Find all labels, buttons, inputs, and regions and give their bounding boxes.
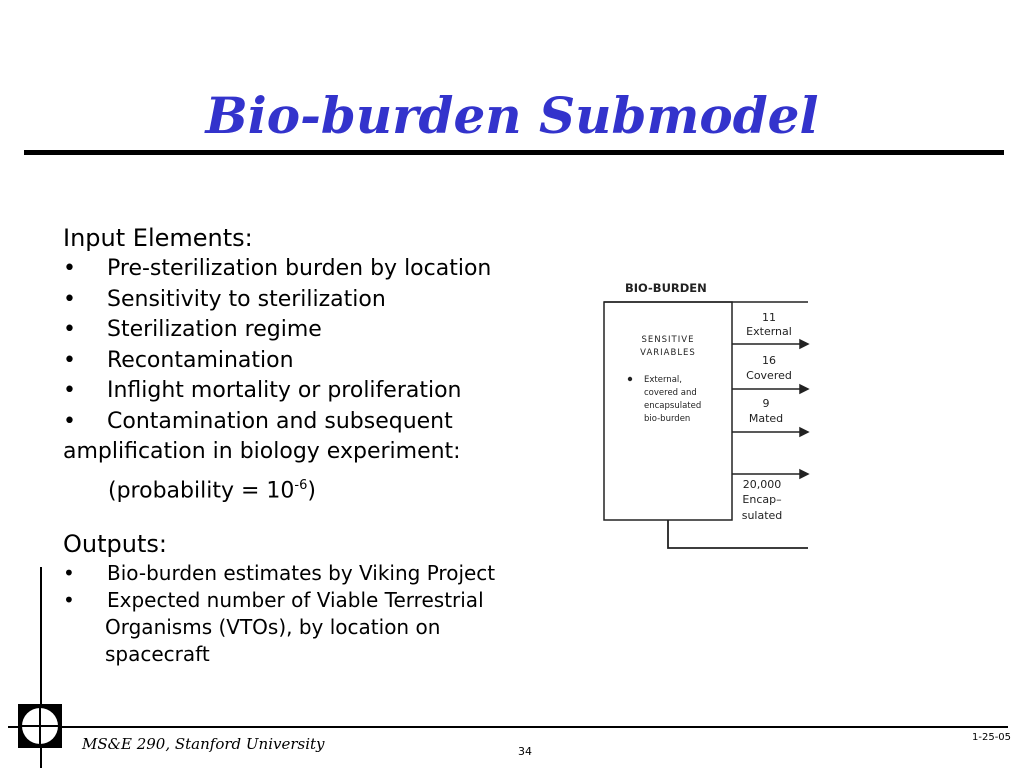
output-label: Encap– — [742, 493, 781, 506]
footer-date: 1-25-05 — [972, 732, 1012, 743]
output-heading: Outputs: — [63, 529, 167, 558]
output-value: 16 — [762, 354, 776, 367]
output-label: External — [746, 325, 792, 338]
bullet-line: External, — [644, 375, 682, 385]
bullet-line: encapsulated — [644, 401, 701, 411]
list-item: •Sensitivity to sterilization — [63, 286, 386, 312]
box-title-1: SENSITIVE — [642, 335, 695, 345]
title-underline — [24, 150, 1004, 155]
probability-note: (probability = 10-6) — [108, 477, 316, 503]
bullet-line: covered and — [644, 388, 697, 398]
output-value: 9 — [763, 397, 770, 410]
output-value: 20,000 — [743, 478, 782, 491]
input-heading: Input Elements: — [63, 224, 253, 252]
bio-burden-diagram: BIO-BURDEN SENSITIVE VARIABLES External,… — [603, 281, 810, 549]
bullet-line: bio-burden — [644, 414, 690, 424]
list-item: •Recontamination — [63, 347, 294, 373]
list-item: •Bio-burden estimates by Viking Project — [63, 560, 496, 585]
output-continuation: Organisms (VTOs), by location on spacecr… — [105, 614, 441, 666]
page-number: 34 — [518, 745, 532, 758]
input-continuation: amplification in biology experiment: — [63, 439, 461, 464]
input-list: •Pre-sterilization burden by location •S… — [63, 254, 563, 437]
output-list: •Bio-burden estimates by Viking Project … — [63, 560, 563, 614]
probability-exponent: -6 — [294, 477, 308, 493]
list-item: •Pre-sterilization burden by location — [63, 256, 492, 281]
footer-course: MS&E 290, Stanford University — [82, 735, 325, 753]
list-item: •Sterilization regime — [63, 317, 322, 342]
output-label: Mated — [749, 412, 783, 425]
output-value: 11 — [762, 311, 776, 324]
diagram-header: BIO-BURDEN — [625, 281, 707, 295]
output-label: Covered — [746, 369, 792, 382]
diagram-bullet — [627, 376, 633, 382]
output-arrow — [732, 338, 810, 480]
list-item: •Inflight mortality or proliferation — [63, 378, 462, 403]
crosshair-logo-icon — [18, 704, 62, 748]
slide-content: Input Elements: •Pre-sterilization burde… — [63, 222, 563, 668]
box-title-2: VARIABLES — [640, 348, 696, 358]
list-item: •Contamination and subsequent — [63, 408, 453, 434]
feedback-line — [667, 520, 808, 549]
logo-vertical-line — [40, 567, 42, 768]
list-item: •Expected number of Viable Terrestrial — [63, 587, 484, 612]
slide-title: Bio-burden Submodel — [205, 86, 819, 145]
footer-rule — [8, 726, 1008, 728]
output-label: sulated — [742, 509, 783, 522]
